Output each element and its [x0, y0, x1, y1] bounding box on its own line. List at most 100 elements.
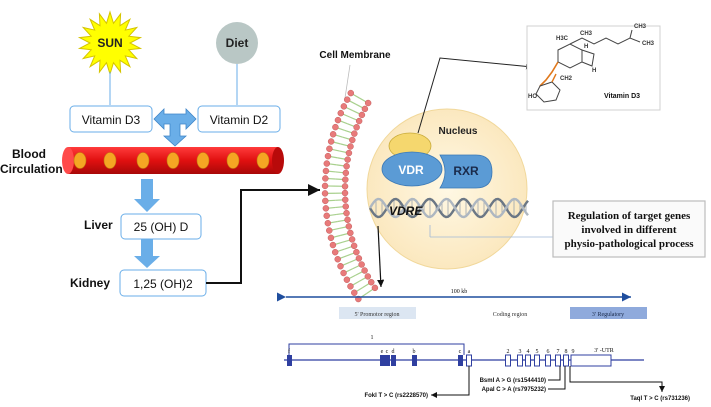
dna-helix	[368, 197, 529, 219]
phospholipid-head	[342, 169, 350, 177]
phospholipid-head	[348, 236, 356, 243]
down-arrow-liver	[134, 179, 160, 212]
exon-label: 5	[536, 349, 539, 355]
phospholipid-head	[344, 156, 351, 163]
vdr-to-gene-pointer	[377, 225, 385, 288]
regulation-line-3: physio-pathological process	[564, 238, 694, 250]
blood-cell	[256, 152, 270, 169]
exon-label: b	[413, 349, 416, 355]
kidney-product-label: 1,25 (OH)2	[133, 277, 193, 291]
phospholipid-head	[327, 234, 335, 242]
taqi-label: TaqI T > C (rs731236)	[630, 396, 690, 402]
atom-label-ch3-b: CH3	[634, 24, 647, 30]
foki-label: FokI T > C (rs2228570)	[364, 393, 428, 399]
exon-block	[385, 355, 390, 366]
phospholipid-head	[361, 105, 369, 113]
exon-block	[391, 355, 396, 366]
region-promoter-label: 5' Promotor region	[354, 312, 399, 318]
phospholipid-head	[332, 123, 339, 131]
kidney-label: Kidney	[70, 276, 110, 290]
blood-cell	[73, 152, 87, 169]
atom-label-h-b: H	[592, 68, 596, 74]
atom-label-ch2: CH2	[560, 76, 573, 82]
foki-pointer	[431, 366, 470, 398]
vitamin-d3-structure: H3C CH3 CH3 CH3 CH2 HO H H Vitamin D3	[526, 24, 661, 111]
circulation-label: Circulation	[0, 162, 63, 176]
liver-product-box	[120, 213, 202, 240]
region-coding-label: Coding region	[493, 312, 528, 318]
diet-node: Diet	[216, 22, 258, 64]
exon-1-bracket	[288, 343, 465, 355]
atom-label-ho: HO	[528, 94, 537, 100]
phospholipid-head	[347, 229, 354, 237]
gene-length-label: 100 kb	[451, 289, 468, 295]
phospholipid-head	[323, 212, 330, 219]
blood-cell	[103, 152, 117, 169]
liver-product-label: 25 (OH) D	[134, 220, 189, 234]
vitamin-d3-label: Vitamin D3	[82, 113, 141, 127]
vitamin-d3-box: Vitamin D3	[69, 105, 153, 133]
exon-block	[458, 355, 463, 366]
kidney-to-cell-arrow	[206, 184, 320, 284]
phospholipid-head	[322, 205, 330, 212]
phospholipid-head	[340, 103, 348, 110]
utr-label: 3' -UTR	[594, 348, 614, 354]
blood-vessel	[62, 147, 284, 174]
exon-label: c	[386, 349, 389, 355]
phospholipid-head	[334, 256, 341, 263]
region-regulatory: 3' Regulatory	[570, 307, 647, 319]
phospholipid-head	[358, 111, 366, 119]
apai-label: ApaI C > A (rs7975232)	[482, 387, 546, 393]
regulation-box: Regulation of target genes involved in d…	[552, 200, 706, 258]
phospholipid-head	[321, 182, 329, 190]
phospholipid-head	[326, 145, 333, 152]
phospholipid-head	[371, 284, 379, 292]
nucleus-label: Nucleus	[439, 126, 478, 137]
taqi-pointer	[569, 366, 665, 392]
exon-block	[525, 354, 531, 367]
exon-label: 4	[527, 349, 530, 355]
phospholipid-head	[340, 269, 347, 277]
phospholipid-head	[324, 219, 332, 227]
region-promoter: 5' Promotor region	[339, 307, 416, 319]
phospholipid-head	[358, 261, 365, 268]
atom-label-h-a: H	[584, 44, 588, 50]
phospholipid-head	[322, 167, 330, 175]
blood-cell	[136, 152, 150, 169]
nucleus: Nucleus	[366, 108, 528, 270]
diet-label: Diet	[226, 36, 249, 50]
region-regulatory-label: 3' Regulatory	[592, 312, 624, 318]
phospholipid-head	[347, 89, 354, 97]
merge-arrow	[153, 108, 197, 147]
phospholipid-head	[334, 116, 342, 124]
phospholipid-head	[343, 276, 351, 283]
exon-label: 8	[565, 349, 568, 355]
phospholipid-head	[345, 149, 353, 157]
gene-length-scale: 100 kb	[277, 289, 631, 302]
phospholipid-head	[343, 163, 350, 170]
phospholipid-head	[364, 99, 372, 107]
down-arrow-kidney	[134, 237, 160, 268]
vitamin-d2-box: Vitamin D2	[197, 105, 281, 133]
exon-block	[412, 355, 417, 366]
exon-block	[505, 354, 511, 367]
membrane-pointer	[344, 64, 351, 99]
phospholipid-head	[345, 223, 353, 230]
phospholipid-head	[347, 283, 354, 290]
liver-label: Liver	[84, 218, 113, 232]
phospholipid-head	[349, 136, 356, 144]
sun-label: SUN	[97, 36, 122, 50]
blood-cell	[226, 152, 240, 169]
phospholipid-head	[341, 183, 349, 190]
phospholipid-head	[329, 241, 337, 249]
phospholipid-head	[343, 209, 350, 217]
structure-caption: Vitamin D3	[604, 93, 640, 100]
exon-label: 6	[547, 349, 550, 355]
phospholipid-head	[341, 189, 349, 197]
exon-label: d	[392, 349, 395, 355]
cell-membrane-label: Cell Membrane	[319, 50, 391, 61]
exon-label: 2	[507, 349, 510, 355]
exon-label: e	[381, 349, 384, 355]
